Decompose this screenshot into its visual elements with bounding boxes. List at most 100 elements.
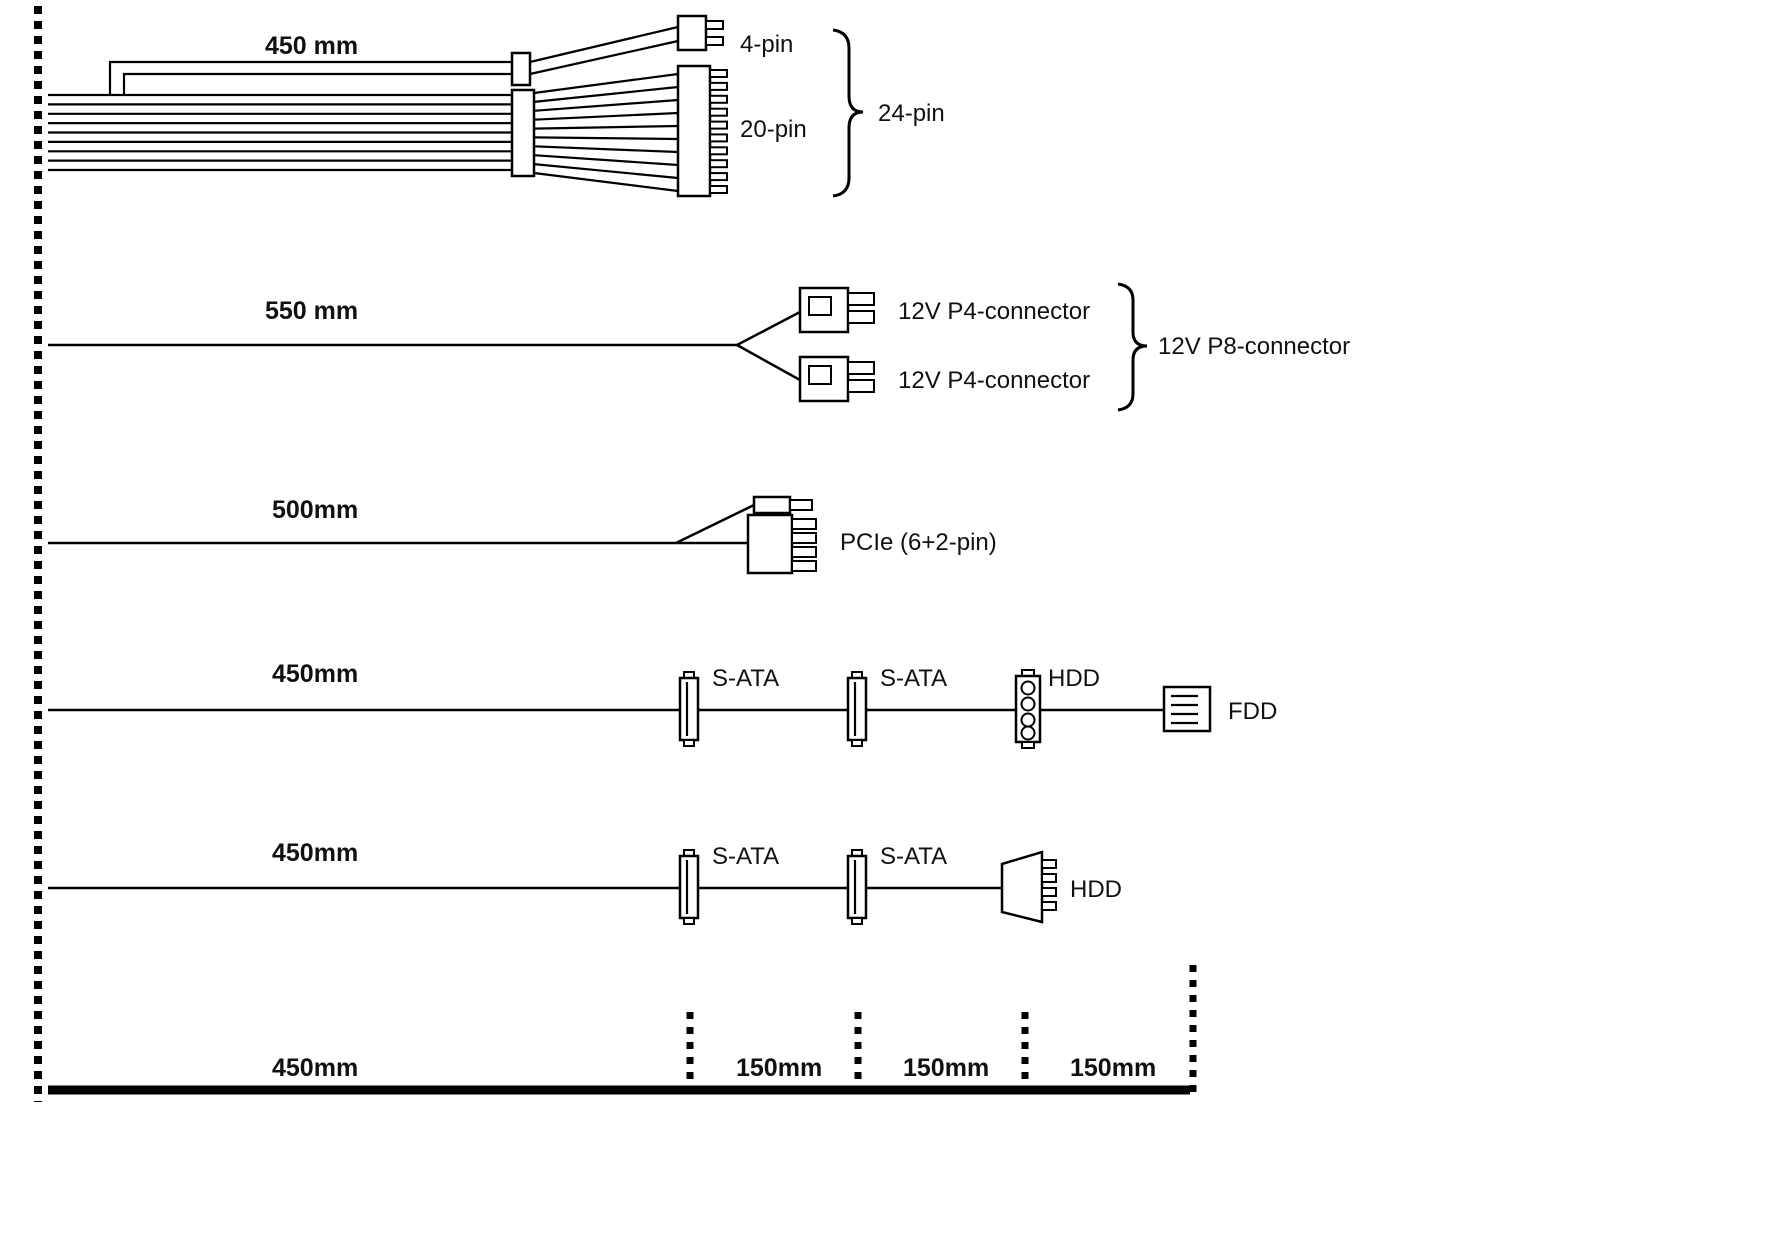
connector-body xyxy=(678,676,700,742)
connector-pin xyxy=(1041,887,1057,897)
atx-20pin-fanout xyxy=(510,72,679,193)
connector-pin xyxy=(709,107,728,117)
connector-pin xyxy=(847,361,875,375)
sata-connector xyxy=(678,671,700,747)
connector-body xyxy=(676,14,708,52)
connector-pin xyxy=(709,94,728,104)
wire-line xyxy=(533,124,679,130)
connector-hole xyxy=(1020,680,1036,696)
fdd-label: FDD xyxy=(1228,698,1277,725)
connector-body xyxy=(846,854,868,920)
wire-line xyxy=(533,136,679,141)
cable-row-peripheral-2: 450mm S-ATA S-ATA HDD xyxy=(48,839,1122,925)
atx-20pin-label: 20-pin xyxy=(740,116,807,143)
connector-body xyxy=(678,854,700,920)
brace-24pin xyxy=(832,28,864,198)
sata-connector xyxy=(846,849,868,925)
peripheral1-length-label: 450mm xyxy=(272,660,358,688)
connector-pin xyxy=(709,69,728,78)
connector-tab xyxy=(851,917,863,925)
p4-bottom-label: 12V P4-connector xyxy=(898,367,1090,394)
connector-hole xyxy=(1020,725,1036,741)
cpu-group-label: 12V P8-connector xyxy=(1158,333,1350,360)
wire-line xyxy=(122,72,516,96)
connector-pin xyxy=(1041,859,1057,869)
connector-pin xyxy=(791,560,817,572)
connector-latch xyxy=(808,365,832,385)
connector-latch xyxy=(808,296,832,316)
connector-2pin-part xyxy=(752,495,792,515)
wire-line xyxy=(529,25,679,64)
cable-row-peripheral-1: 450mm S-ATA S-ATA HDD xyxy=(48,660,1277,749)
wire-line xyxy=(533,85,679,103)
hdd-connector xyxy=(1014,669,1042,749)
sata-label: S-ATA xyxy=(712,665,779,692)
wire-line xyxy=(736,343,801,382)
p4-connector-bottom xyxy=(798,355,875,403)
cable-row-pcie: 500mm PCIe (6+2-pin) xyxy=(48,495,997,575)
connector-pin xyxy=(1041,901,1057,911)
wire-line xyxy=(533,171,679,193)
hdd-molex-connector xyxy=(1000,850,1057,924)
wire-line xyxy=(533,145,679,154)
hdd-label: HDD xyxy=(1048,665,1100,692)
connector-pin xyxy=(1041,873,1057,883)
sata-connector xyxy=(678,849,700,925)
connector-body xyxy=(676,64,712,198)
cable-row-cpu: 550 mm 12V P4-connector 12V P4-connector… xyxy=(48,282,1350,412)
wire-line xyxy=(533,154,679,167)
connector-pin xyxy=(709,120,728,130)
sata-label: S-ATA xyxy=(880,843,947,870)
wire-line xyxy=(675,503,755,545)
connector-pin xyxy=(709,133,728,143)
brace-p8 xyxy=(1117,282,1148,412)
connector-pin xyxy=(709,172,728,182)
atx-group-label: 24-pin xyxy=(878,100,945,127)
wire-line xyxy=(533,163,679,180)
wire-line xyxy=(533,111,679,121)
cable-row-atx: 450 mm 4-pin xyxy=(48,14,945,198)
scale-seg-a-label: 150mm xyxy=(736,1054,822,1082)
wire-line xyxy=(529,39,679,76)
connector-pin xyxy=(791,532,817,544)
wire-line xyxy=(533,72,679,95)
connector-tab xyxy=(683,739,695,747)
scale-seg-main-label: 450mm xyxy=(272,1054,358,1082)
connector-pin xyxy=(791,546,817,558)
atx-length-label: 450 mm xyxy=(265,32,358,60)
connector-pin xyxy=(705,20,724,30)
sata-connector xyxy=(846,671,868,747)
atx-4pin-branch xyxy=(108,25,679,96)
connector-body xyxy=(846,676,868,742)
connector-tab xyxy=(683,917,695,925)
pcie-length-label: 500mm xyxy=(272,496,358,524)
atx-4pin-label: 4-pin xyxy=(740,31,793,58)
connector-body xyxy=(746,513,794,575)
connector-hole xyxy=(1020,712,1036,728)
atx-20pin-connector xyxy=(676,64,728,198)
connector-pin xyxy=(709,159,728,169)
connector-tab xyxy=(851,739,863,747)
wire-line xyxy=(533,98,679,112)
connector-body xyxy=(1000,850,1044,924)
connector-pin xyxy=(847,379,875,393)
connector-pin xyxy=(709,146,728,156)
sata-label: S-ATA xyxy=(880,665,947,692)
hdd-label: HDD xyxy=(1070,876,1122,903)
atx-wire-bundle xyxy=(48,93,516,172)
fdd-connector xyxy=(1162,685,1212,733)
wire-line xyxy=(108,60,516,96)
sata-label: S-ATA xyxy=(712,843,779,870)
connector-pin xyxy=(847,292,875,306)
cpu-length-label: 550 mm xyxy=(265,297,358,325)
connector-pin xyxy=(791,518,817,530)
connector-pin xyxy=(789,499,813,511)
connector-pin xyxy=(709,185,728,194)
atx-4pin-connector xyxy=(676,14,724,52)
connector-hole xyxy=(1020,696,1036,712)
cable-comb xyxy=(510,51,532,87)
pcie-connector xyxy=(746,495,817,575)
p4-top-label: 12V P4-connector xyxy=(898,298,1090,325)
